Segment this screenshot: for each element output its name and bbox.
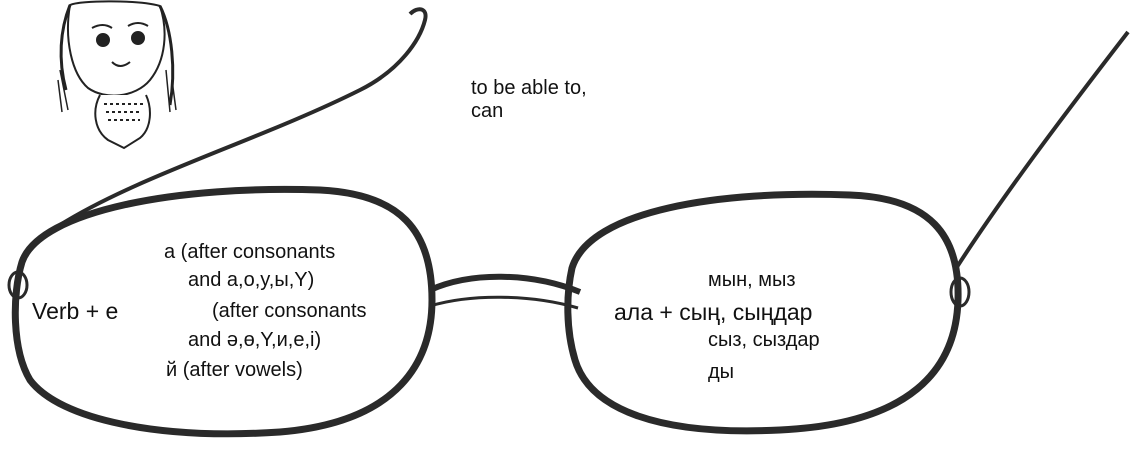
right-temple-arm bbox=[953, 30, 1130, 272]
ending-line-4: ды bbox=[708, 361, 735, 383]
suffix-a-continuation: and a,o,y,ы,Y) bbox=[188, 269, 315, 291]
suffix-e-continuation: and ә,ө,Y,и,e,i) bbox=[188, 329, 322, 351]
ending-line-1: мын, мыз bbox=[708, 269, 796, 291]
bridge bbox=[428, 273, 582, 295]
suffix-e-line: (after consonants bbox=[212, 300, 367, 322]
verb-plus-label: Verb + e bbox=[32, 298, 119, 324]
meaning-line-1: to be able to, bbox=[471, 77, 587, 99]
suffix-y-line: й (after vowels) bbox=[166, 359, 303, 381]
suffix-a-line: a (after consonants bbox=[164, 241, 336, 263]
left-temple-arm bbox=[58, 7, 428, 227]
girl-face-illustration bbox=[57, 0, 177, 150]
stem-plus-line: ала + сың, сыңдар bbox=[614, 299, 813, 325]
left-lens-frame bbox=[11, 185, 436, 438]
right-lens-frame bbox=[564, 190, 962, 435]
ending-line-3: сыз, сыздар bbox=[708, 329, 820, 351]
meaning-line-2: can bbox=[471, 100, 504, 122]
